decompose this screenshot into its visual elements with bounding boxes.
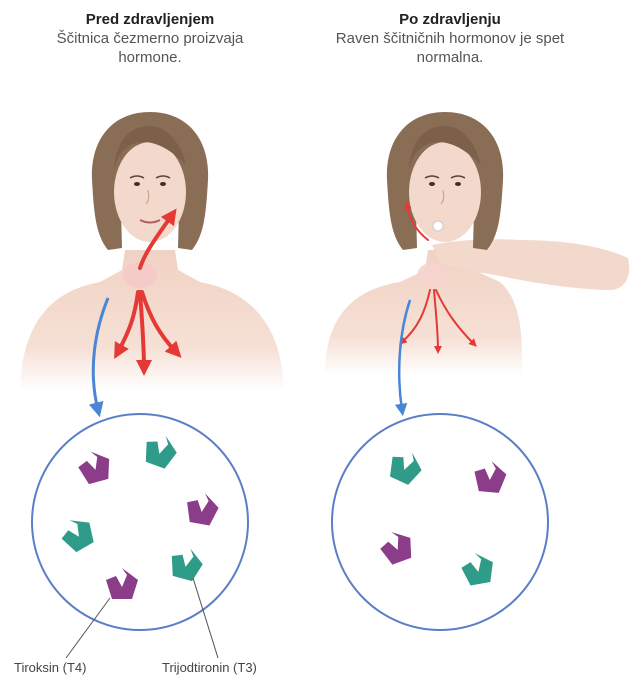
figure-before bbox=[20, 112, 284, 410]
thyroid-gland-after bbox=[417, 263, 447, 287]
blood-circle-after bbox=[332, 414, 548, 630]
legend-label-thyroxine: Tiroksin (T4) bbox=[14, 660, 86, 675]
face-before bbox=[114, 142, 186, 242]
blood-circle-before bbox=[32, 414, 248, 630]
legend-label-triiodothyronine: Trijodtironin (T3) bbox=[162, 660, 257, 675]
face-after bbox=[409, 142, 481, 242]
figure-after bbox=[325, 112, 629, 410]
